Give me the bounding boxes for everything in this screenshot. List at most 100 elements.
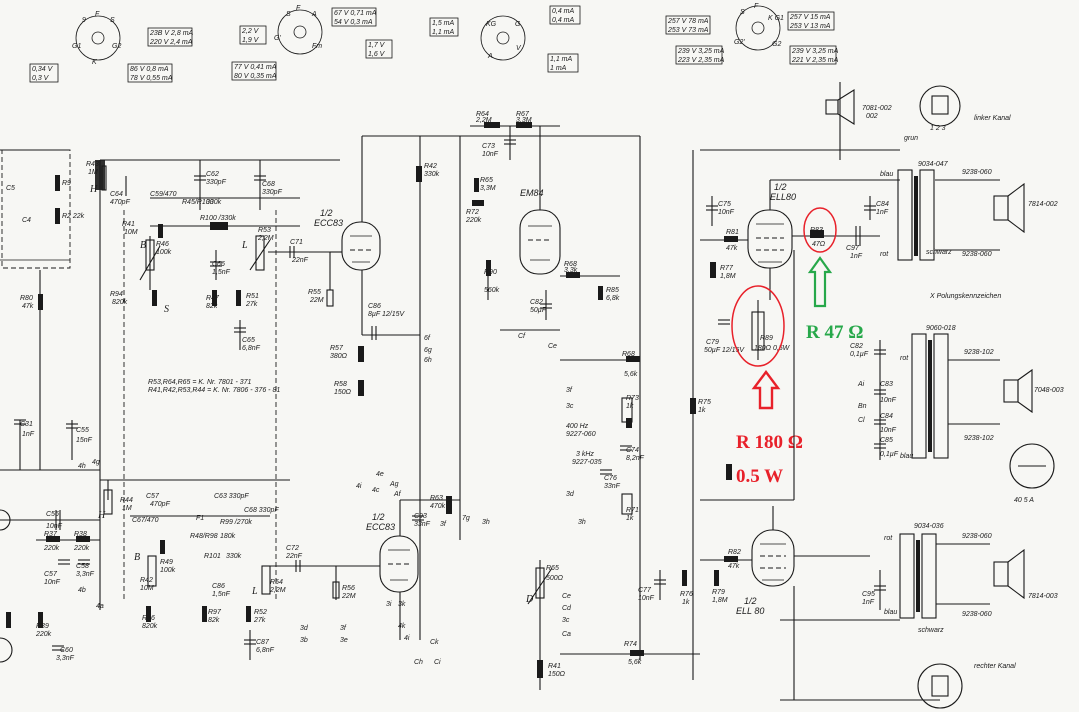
svg-text:47k: 47k [728, 563, 740, 570]
svg-text:3f: 3f [340, 625, 347, 632]
svg-text:F: F [754, 3, 759, 10]
svg-text:C67/470: C67/470 [132, 517, 159, 524]
svg-text:330k: 330k [206, 199, 222, 206]
svg-text:R44: R44 [120, 497, 133, 504]
svg-text:002: 002 [866, 113, 878, 120]
svg-text:27k: 27k [253, 617, 266, 624]
svg-text:9238-060: 9238-060 [962, 169, 992, 176]
svg-text:R42: R42 [140, 577, 153, 584]
svg-text:77 V 0,41 mA: 77 V 0,41 mA [234, 64, 277, 71]
svg-text:500Ω: 500Ω [546, 575, 564, 582]
svg-text:9238-102: 9238-102 [964, 435, 994, 442]
svg-text:R97: R97 [208, 609, 222, 616]
svg-text:G': G' [274, 35, 281, 42]
svg-text:3,3nF: 3,3nF [56, 655, 75, 662]
svg-text:1,7 V: 1,7 V [368, 42, 386, 49]
svg-text:S: S [286, 11, 291, 18]
svg-text:linker Kanal: linker Kanal [974, 115, 1011, 122]
svg-text:ECC83: ECC83 [314, 218, 343, 228]
svg-text:100k: 100k [160, 567, 176, 574]
tube-ell80-bottom: 1/2 ELL 80 R82 47k R76 1k R79 1,8M C77 1… [560, 464, 870, 666]
svg-text:grun: grun [904, 135, 918, 142]
svg-text:1/2: 1/2 [372, 512, 385, 522]
svg-text:R67: R67 [516, 111, 530, 118]
svg-text:50µF: 50µF [530, 307, 547, 314]
svg-text:C97: C97 [846, 245, 860, 252]
svg-text:2,2 V: 2,2 V [241, 28, 260, 35]
svg-text:9238-060: 9238-060 [962, 611, 992, 618]
svg-text:330pF: 330pF [262, 189, 283, 196]
svg-text:R76: R76 [680, 591, 693, 598]
output-transformer-top: 9034-047 blau rot schwarz grun 9238-060 … [880, 85, 1058, 261]
svg-text:R72: R72 [466, 209, 479, 216]
svg-text:47k: 47k [726, 245, 738, 252]
svg-text:A: A [311, 11, 317, 18]
svg-text:1,8M: 1,8M [712, 597, 728, 604]
svg-text:ELL80: ELL80 [770, 192, 796, 202]
svg-text:3 kHz: 3 kHz [576, 451, 594, 458]
svg-text:3k: 3k [398, 601, 406, 608]
svg-text:S: S [740, 9, 745, 16]
svg-text:rot: rot [884, 535, 893, 542]
svg-text:8,2nF: 8,2nF [626, 455, 645, 462]
svg-text:F: F [95, 11, 100, 18]
svg-text:330pF: 330pF [206, 179, 227, 186]
svg-text:Ce: Ce [562, 593, 571, 600]
svg-text:R74: R74 [624, 641, 637, 648]
svg-text:9034-036: 9034-036 [914, 523, 944, 530]
svg-text:K G1: K G1 [768, 15, 784, 22]
svg-text:40 5 A: 40 5 A [1014, 497, 1034, 504]
svg-text:C83: C83 [880, 381, 893, 388]
svg-text:150Ω: 150Ω [334, 389, 352, 396]
svg-text:3c: 3c [562, 617, 570, 624]
svg-text:R39: R39 [36, 623, 49, 630]
svg-text:10nF: 10nF [46, 523, 63, 530]
svg-text:R49: R49 [160, 559, 173, 566]
svg-text:1,5 mA: 1,5 mA [432, 20, 455, 27]
svg-text:R41: R41 [548, 663, 561, 670]
svg-text:Ck: Ck [430, 639, 439, 646]
svg-text:H: H [89, 184, 98, 195]
svg-text:3d: 3d [566, 491, 575, 498]
svg-text:820k: 820k [142, 623, 158, 630]
svg-text:5,6k: 5,6k [624, 371, 638, 378]
svg-text:3i: 3i [386, 601, 392, 608]
svg-text:blau: blau [900, 453, 913, 460]
svg-text:2,2M: 2,2M [257, 235, 274, 242]
svg-text:Ag: Ag [389, 481, 399, 488]
svg-text:R89: R89 [760, 335, 773, 342]
svg-text:G1: G1 [72, 43, 81, 50]
svg-text:R53: R53 [258, 227, 271, 234]
svg-text:6h: 6h [424, 357, 432, 364]
voltage-table-3: 1,5 mA 1,1 mA 0,4 mA 0,4 mA 1,1 mA 1 mA [429, 5, 581, 73]
svg-text:C59/470: C59/470 [150, 191, 177, 198]
svg-text:R82: R82 [728, 549, 741, 556]
svg-text:C84: C84 [880, 413, 893, 420]
svg-text:C86: C86 [212, 583, 225, 590]
svg-text:1k: 1k [698, 407, 706, 414]
tone-control-lower: R44 1M H C57 470pF C63 330pF C68 330pF C… [97, 479, 380, 660]
output-transformer-bottom: 9034-036 9238-060 9238-060 7814-003 rot … [780, 523, 1058, 709]
svg-text:C5: C5 [6, 185, 15, 192]
svg-text:C57: C57 [146, 493, 160, 500]
svg-text:33nF: 33nF [414, 521, 431, 528]
svg-text:330k: 330k [424, 171, 440, 178]
svg-text:8µF 12/15V: 8µF 12/15V [368, 311, 406, 318]
svg-text:257 V 15 mA: 257 V 15 mA [789, 14, 831, 21]
svg-text:C82: C82 [530, 299, 543, 306]
svg-text:10nF: 10nF [718, 209, 735, 216]
em84-section: R42 330k R64 2,2M R67 3,3M C73 10nF R65 … [416, 111, 641, 660]
svg-text:C77: C77 [638, 587, 652, 594]
svg-text:Ca: Ca [562, 631, 571, 638]
svg-text:C55: C55 [76, 427, 89, 434]
svg-text:2,2M: 2,2M [269, 587, 286, 594]
svg-text:C68: C68 [262, 181, 275, 188]
svg-text:1,5nF: 1,5nF [212, 591, 231, 598]
svg-text:4c: 4c [372, 487, 380, 494]
svg-text:R55: R55 [308, 289, 321, 296]
svg-text:R90: R90 [484, 269, 497, 276]
svg-text:253 V 13 mA: 253 V 13 mA [789, 23, 831, 30]
svg-text:R79: R79 [712, 589, 725, 596]
